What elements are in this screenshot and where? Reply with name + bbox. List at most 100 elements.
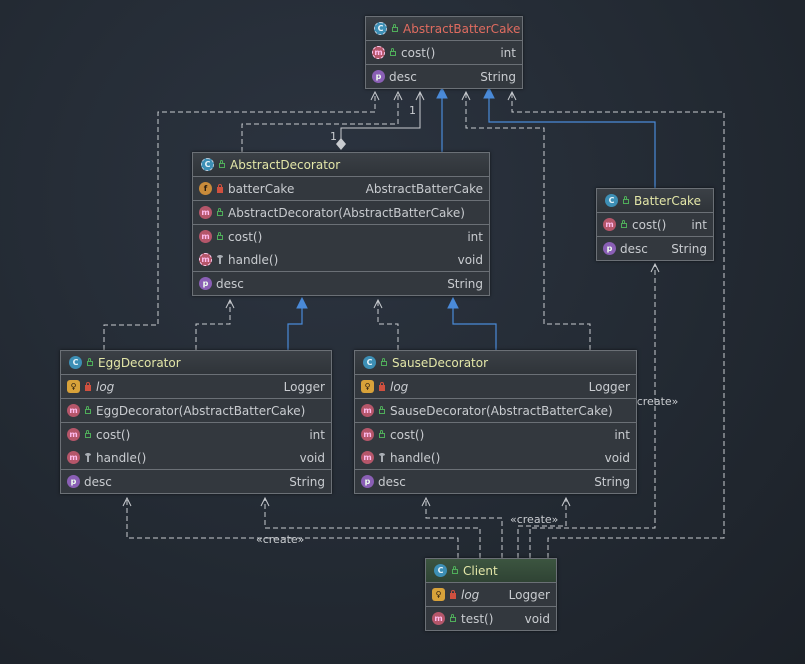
inherit-egg-to-decorator bbox=[287, 306, 303, 350]
method-icon: m bbox=[361, 451, 374, 464]
class-node-abstractdecorator[interactable]: C AbstractDecorator f batterCake Abstrac… bbox=[192, 152, 490, 296]
class-title: SauseDecorator bbox=[392, 355, 489, 370]
class-node-client[interactable]: C Client ♀ log Logger m test() void bbox=[425, 558, 557, 631]
fields-section: f batterCake AbstractBatterCake bbox=[193, 177, 489, 201]
member-row[interactable]: m test() void bbox=[426, 607, 556, 630]
create-client-to-sause-a bbox=[425, 498, 503, 558]
constructors-section: m AbstractDecorator(AbstractBatterCake) bbox=[193, 201, 489, 225]
create-client-to-egg-a bbox=[126, 498, 459, 558]
method-icon: m bbox=[67, 428, 80, 441]
member-type: void bbox=[299, 450, 325, 465]
member-type: void bbox=[524, 611, 550, 626]
member-row[interactable]: m AbstractDecorator(AbstractBatterCake) bbox=[193, 201, 489, 224]
member-row[interactable]: m cost() int bbox=[355, 423, 636, 446]
member-row[interactable]: m cost() int bbox=[366, 41, 522, 64]
class-node-abstractbattercake[interactable]: C AbstractBatterCake m cost() int p desc… bbox=[365, 16, 523, 89]
member-type: int bbox=[467, 229, 483, 244]
member-type: int bbox=[309, 427, 325, 442]
methods-section: m cost() int m handle() void bbox=[355, 423, 636, 470]
method-icon: m bbox=[432, 612, 445, 625]
inherit-battercake-to-abstractcake bbox=[488, 98, 656, 188]
member-row[interactable]: m handle() void bbox=[355, 446, 636, 469]
class-header[interactable]: C Client bbox=[426, 559, 556, 583]
methods-section: m cost() int m handle() void bbox=[193, 225, 489, 272]
fields-section: ♀ log Logger bbox=[355, 375, 636, 399]
class-header[interactable]: C SauseDecorator bbox=[355, 351, 636, 375]
public-icon bbox=[84, 406, 92, 415]
member-row[interactable]: m handle() void bbox=[61, 446, 331, 469]
dep-decorator-to-abstractcake bbox=[241, 92, 399, 152]
method-icon: m bbox=[67, 451, 80, 464]
protected-icon bbox=[378, 453, 386, 462]
member-name: desc bbox=[378, 474, 406, 489]
methods-section: m cost() int bbox=[366, 41, 522, 65]
class-node-battercake[interactable]: C BatterCake m cost() int p desc String bbox=[596, 188, 714, 261]
member-row[interactable]: m SauseDecorator(AbstractBatterCake) bbox=[355, 399, 636, 422]
member-name: AbstractDecorator(AbstractBatterCake) bbox=[228, 205, 465, 220]
class-icon: C bbox=[69, 356, 82, 369]
member-row[interactable]: p desc String bbox=[193, 272, 489, 295]
member-row[interactable]: p desc String bbox=[61, 470, 331, 493]
public-icon bbox=[86, 358, 94, 367]
member-row[interactable]: m handle() void bbox=[193, 248, 489, 271]
member-row[interactable]: m cost() int bbox=[61, 423, 331, 446]
class-node-sausedecorator[interactable]: C SauseDecorator ♀ log Logger m SauseDec… bbox=[354, 350, 637, 494]
member-name: desc bbox=[620, 241, 648, 256]
member-row[interactable]: m cost() int bbox=[597, 213, 713, 236]
private-icon bbox=[449, 590, 457, 599]
method-icon: m bbox=[361, 428, 374, 441]
public-icon bbox=[218, 160, 226, 169]
class-header[interactable]: C AbstractDecorator bbox=[193, 153, 489, 177]
multiplicity-label-1: 1 bbox=[409, 104, 416, 117]
class-header[interactable]: C EggDecorator bbox=[61, 351, 331, 375]
class-header[interactable]: C AbstractBatterCake bbox=[366, 17, 522, 41]
create-label-egg: «create» bbox=[256, 533, 305, 546]
member-row[interactable]: p desc String bbox=[597, 237, 713, 260]
constructors-section: m EggDecorator(AbstractBatterCake) bbox=[61, 399, 331, 423]
member-row[interactable]: m cost() int bbox=[193, 225, 489, 248]
member-row[interactable]: ♀ log Logger bbox=[61, 375, 331, 398]
private-icon bbox=[378, 382, 386, 391]
class-icon: C bbox=[434, 564, 447, 577]
member-type: void bbox=[457, 252, 483, 267]
class-header[interactable]: C BatterCake bbox=[597, 189, 713, 213]
member-name: desc bbox=[389, 69, 417, 84]
member-type: String bbox=[594, 474, 630, 489]
create-label-sause: «create» bbox=[510, 513, 559, 526]
member-type: void bbox=[604, 450, 630, 465]
dep-egg-to-abstractdecorator bbox=[195, 300, 231, 350]
public-icon bbox=[620, 220, 628, 229]
dep-sause-to-abstractdecorator bbox=[377, 300, 399, 350]
public-icon bbox=[380, 358, 388, 367]
member-row[interactable]: p desc String bbox=[366, 65, 522, 88]
member-row[interactable]: p desc String bbox=[355, 470, 636, 493]
class-node-eggdecorator[interactable]: C EggDecorator ♀ log Logger m EggDecorat… bbox=[60, 350, 332, 494]
public-icon bbox=[389, 48, 397, 57]
class-icon: C bbox=[605, 194, 618, 207]
member-row[interactable]: ♀ log Logger bbox=[355, 375, 636, 398]
abstract-class-icon: C bbox=[374, 22, 387, 35]
static-field-icon: ♀ bbox=[361, 380, 374, 393]
abstract-class-icon: C bbox=[201, 158, 214, 171]
member-row[interactable]: ♀ log Logger bbox=[426, 583, 556, 606]
private-icon bbox=[216, 184, 224, 193]
fields-section: ♀ log Logger bbox=[61, 375, 331, 399]
public-icon bbox=[378, 430, 386, 439]
member-name: log bbox=[461, 587, 480, 602]
member-type: int bbox=[691, 217, 707, 232]
member-name: handle() bbox=[390, 450, 441, 465]
member-type: Logger bbox=[283, 379, 325, 394]
member-name: batterCake bbox=[228, 181, 295, 196]
constructors-section: m SauseDecorator(AbstractBatterCake) bbox=[355, 399, 636, 423]
public-icon bbox=[378, 406, 386, 415]
constructor-icon: m bbox=[199, 206, 212, 219]
member-row[interactable]: m EggDecorator(AbstractBatterCake) bbox=[61, 399, 331, 422]
create-label-battercake: «create» bbox=[630, 395, 679, 408]
member-name: cost() bbox=[632, 217, 667, 232]
static-field-icon: ♀ bbox=[67, 380, 80, 393]
member-name: EggDecorator(AbstractBatterCake) bbox=[96, 403, 306, 418]
class-title: BatterCake bbox=[634, 193, 701, 208]
member-row[interactable]: f batterCake AbstractBatterCake bbox=[193, 177, 489, 200]
member-name: cost() bbox=[390, 427, 425, 442]
member-name: test() bbox=[461, 611, 494, 626]
